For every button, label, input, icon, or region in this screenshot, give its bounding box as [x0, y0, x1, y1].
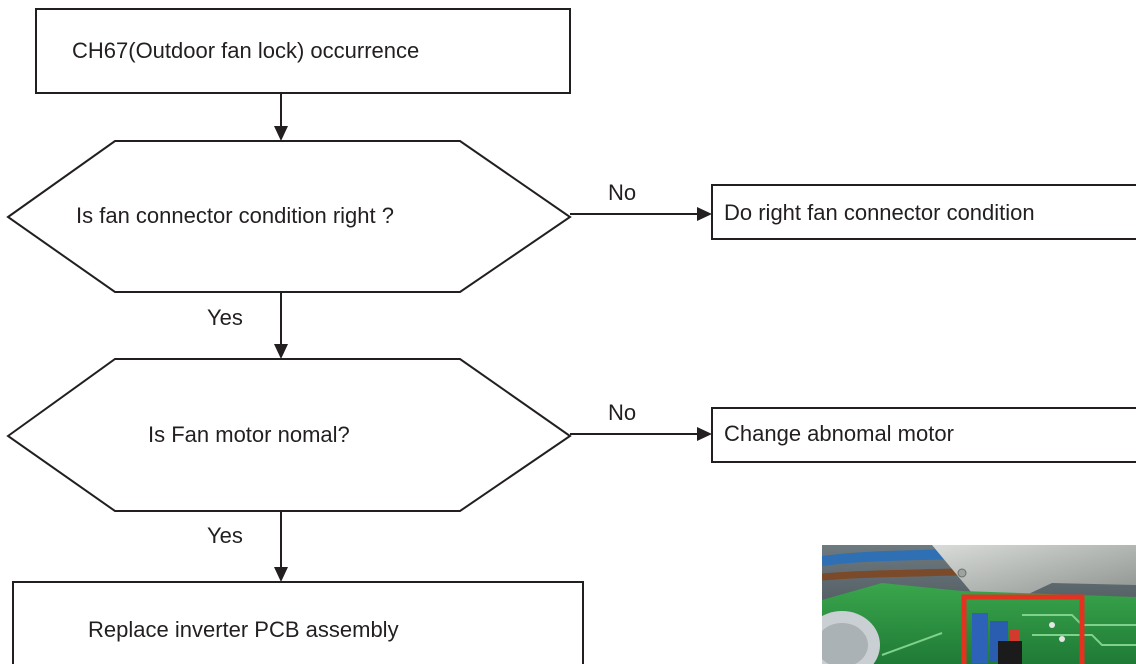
decision-2-hexagon: [6, 358, 572, 512]
decision-2-label: Is Fan motor nomal?: [148, 422, 350, 447]
arrowhead-right: [697, 427, 712, 441]
pcb-photo-illustration: [822, 545, 1136, 664]
end-box: [12, 581, 584, 664]
yes-label-1: Yes: [207, 305, 243, 330]
arrowhead-down: [274, 344, 288, 359]
arrowhead-down: [274, 567, 288, 582]
yes-label-2: Yes: [207, 523, 243, 548]
highlight-box: [961, 594, 1085, 664]
action-2-label: Change abnomal motor: [724, 421, 954, 446]
action-2-box: [711, 407, 1136, 463]
action-1-label: Do right fan connector condition: [724, 200, 1035, 225]
start-box: [35, 8, 571, 94]
no-label-2: No: [608, 400, 637, 425]
start-label: CH67(Outdoor fan lock) occurrence: [72, 38, 420, 63]
pcb-photo: [822, 545, 1136, 664]
decision-1-hexagon: [6, 140, 572, 293]
decision-1-label: Is fan connector condition right ?: [76, 203, 394, 228]
action-1-box: [711, 184, 1136, 240]
end-label: Replace inverter PCB assembly: [88, 617, 399, 642]
arrowhead-right: [697, 207, 712, 221]
no-label-1: No: [608, 180, 637, 205]
arrowhead-down: [274, 126, 288, 141]
